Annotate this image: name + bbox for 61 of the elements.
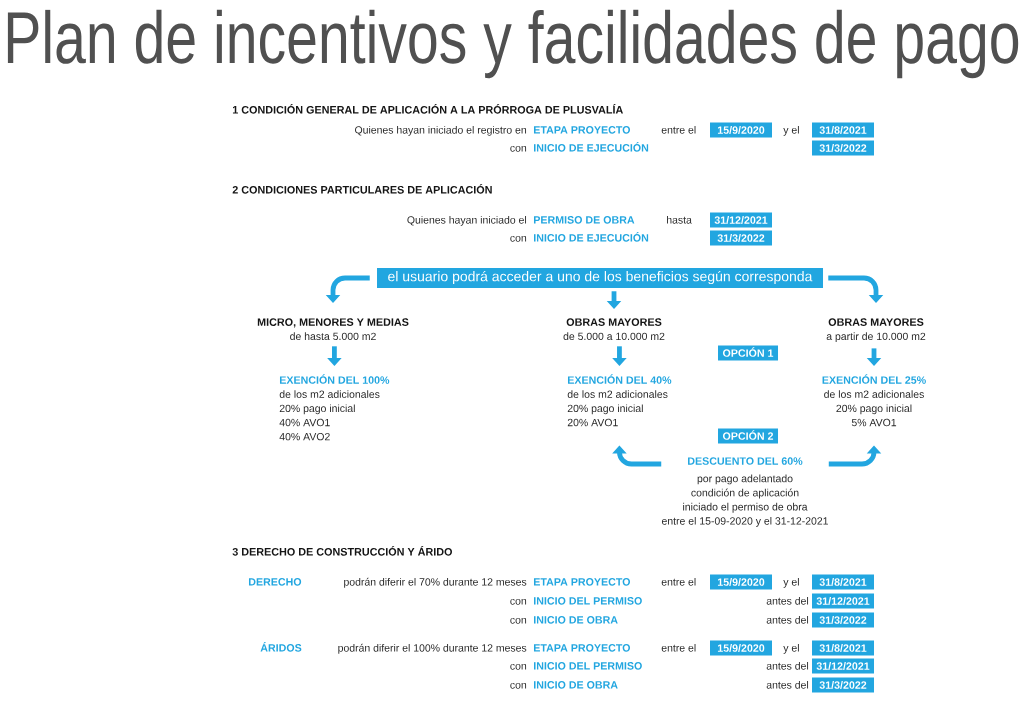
highlight-text: INICIO DE OBRA <box>534 616 618 624</box>
section-heading: 3 DERECHO DE CONSTRUCCIÓN Y ÁRIDO <box>232 545 452 556</box>
condition-text: y el <box>783 643 799 654</box>
benefit-text: EXENCIÓN DEL 100% de los m2 adicionales 20% pago inicial 40% AVO1 40% AVO2 <box>279 374 390 441</box>
condition-text: y el <box>783 125 799 136</box>
date-badge: 31/3/2022 <box>812 140 874 156</box>
date-badge: 31/8/2021 <box>812 640 874 656</box>
title: Plan de incentivos y facilidades de pago <box>7 9 1019 79</box>
date-badge: 15/9/2020 <box>710 640 772 656</box>
date-badge: 31/12/2021 <box>710 212 772 228</box>
condition-text: hasta <box>667 215 692 224</box>
condition-text: y el <box>783 577 799 588</box>
banner: el usuario podrá acceder a uno de los beneficios según corresponda <box>377 268 823 288</box>
condition-text: entre el <box>661 577 696 586</box>
date-badge: 31/3/2022 <box>812 612 874 628</box>
highlight-text: PERMISO DE OBRA <box>534 216 635 224</box>
condition-text: antes del <box>766 680 809 689</box>
section-heading: 2 CONDICIONES PARTICULARES DE APLICACIÓN <box>232 183 492 194</box>
date-badge: 31/12/2021 <box>812 658 874 674</box>
date-badge: 31/8/2021 <box>812 122 874 138</box>
condition-text: con <box>510 663 527 670</box>
date-badge: 31/8/2021 <box>812 574 874 590</box>
date-badge: 31/3/2022 <box>710 230 772 246</box>
condition-text: antes del <box>766 661 809 670</box>
category-heading: OBRAS MAYORES a partir de 10.000 m2 <box>826 318 926 343</box>
date-badge: 31/3/2022 <box>812 677 874 693</box>
highlight-text: ETAPA PROYECTO <box>534 644 630 652</box>
arrow <box>828 275 884 303</box>
row-label: DERECHO <box>249 578 302 586</box>
highlight-text: INICIO DEL PERMISO <box>534 597 642 605</box>
category-heading: OBRAS MAYORES de 5.000 a 10.000 m2 <box>563 318 665 341</box>
highlight-text: INICIO DE EJECUCIÓN <box>534 142 649 152</box>
highlight-text: ETAPA PROYECTO <box>534 578 630 586</box>
condition-text: con <box>510 235 527 242</box>
category-heading: MICRO, MENORES Y MEDIAS de hasta 5.000 m2 <box>257 318 409 341</box>
condition-text: podrán diferir el 70% durante 12 meses <box>344 577 527 588</box>
condition-text: Quienes hayan iniciado el <box>407 215 526 226</box>
condition-text: antes del <box>766 615 809 624</box>
date-badge: 31/12/2021 <box>812 593 874 609</box>
highlight-text: ETAPA PROYECTO <box>534 126 630 134</box>
date-badge: 15/9/2020 <box>710 574 772 590</box>
highlight-text: INICIO DEL PERMISO <box>534 662 642 670</box>
condition-text: con <box>510 598 527 605</box>
highlight-text: INICIO DE OBRA <box>534 681 618 689</box>
option-badge: OPCIÓN 2 <box>718 428 778 444</box>
discount-text: DESCUENTO DEL 60% por pago adelantado condición de aplicación iniciado el permiso de obra entre el 15-09-2020 y el 31-12-2021 <box>661 457 828 527</box>
condition-text: con <box>510 617 527 624</box>
row-label: ÁRIDOS <box>260 642 302 652</box>
condition-text: entre el <box>661 125 696 134</box>
option-badge: OPCIÓN 1 <box>718 345 778 361</box>
condition-text: con <box>510 145 527 152</box>
section-heading: 1 CONDICIÓN GENERAL DE APLICACIÓN A LA PRÓRROGA DE PLUSVALÍA <box>232 103 623 114</box>
condition-text: podrán diferir el 100% durante 12 meses <box>338 643 527 654</box>
benefit-text: EXENCIÓN DEL 40% de los m2 adicionales 20% pago inicial 20% AVO1 <box>567 374 672 427</box>
condition-text: con <box>510 682 527 689</box>
highlight-text: INICIO DE EJECUCIÓN <box>534 232 649 242</box>
condition-text: Quienes hayan iniciado el registro en <box>355 125 527 136</box>
condition-text: entre el <box>661 643 696 652</box>
date-badge: 15/9/2020 <box>710 122 772 138</box>
condition-text: antes del <box>766 596 809 605</box>
benefit-text: EXENCIÓN DEL 25% de los m2 adicionales 20% pago inicial 5% AVO1 <box>822 374 926 427</box>
